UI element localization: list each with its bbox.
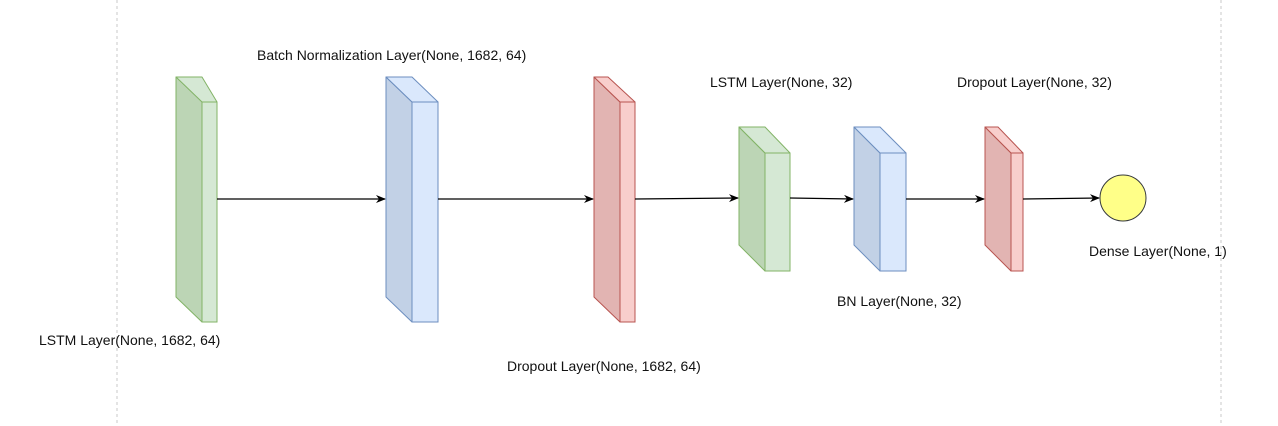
batch-normalization-layer-label: Batch Normalization Layer(None, 1682, 64… bbox=[257, 47, 526, 63]
dropout-layer-2-block[interactable] bbox=[984, 126, 1024, 272]
lstm-layer-2-label: LSTM Layer(None, 32) bbox=[710, 74, 852, 90]
arrow-dropout1-to-lstm2 bbox=[634, 194, 739, 203]
lstm-layer-2-block[interactable] bbox=[738, 126, 791, 272]
batch-normalization-layer-block[interactable] bbox=[385, 76, 439, 323]
dense-layer-node[interactable] bbox=[1099, 174, 1147, 222]
dense-layer-label: Dense Layer(None, 1) bbox=[1089, 243, 1227, 259]
bn-layer-2-block[interactable] bbox=[853, 126, 907, 272]
arrow-dropout2-to-dense bbox=[1022, 194, 1100, 203]
arrow-lstm2-to-bn2 bbox=[789, 194, 854, 203]
dropout-layer-1-block[interactable] bbox=[593, 76, 636, 323]
lstm-layer-1-block[interactable] bbox=[175, 76, 218, 323]
dropout-layer-1-label: Dropout Layer(None, 1682, 64) bbox=[507, 358, 701, 374]
dropout-layer-2-label: Dropout Layer(None, 32) bbox=[957, 74, 1112, 90]
bn-layer-2-label: BN Layer(None, 32) bbox=[837, 293, 962, 309]
lstm-layer-1-label: LSTM Layer(None, 1682, 64) bbox=[39, 332, 220, 348]
